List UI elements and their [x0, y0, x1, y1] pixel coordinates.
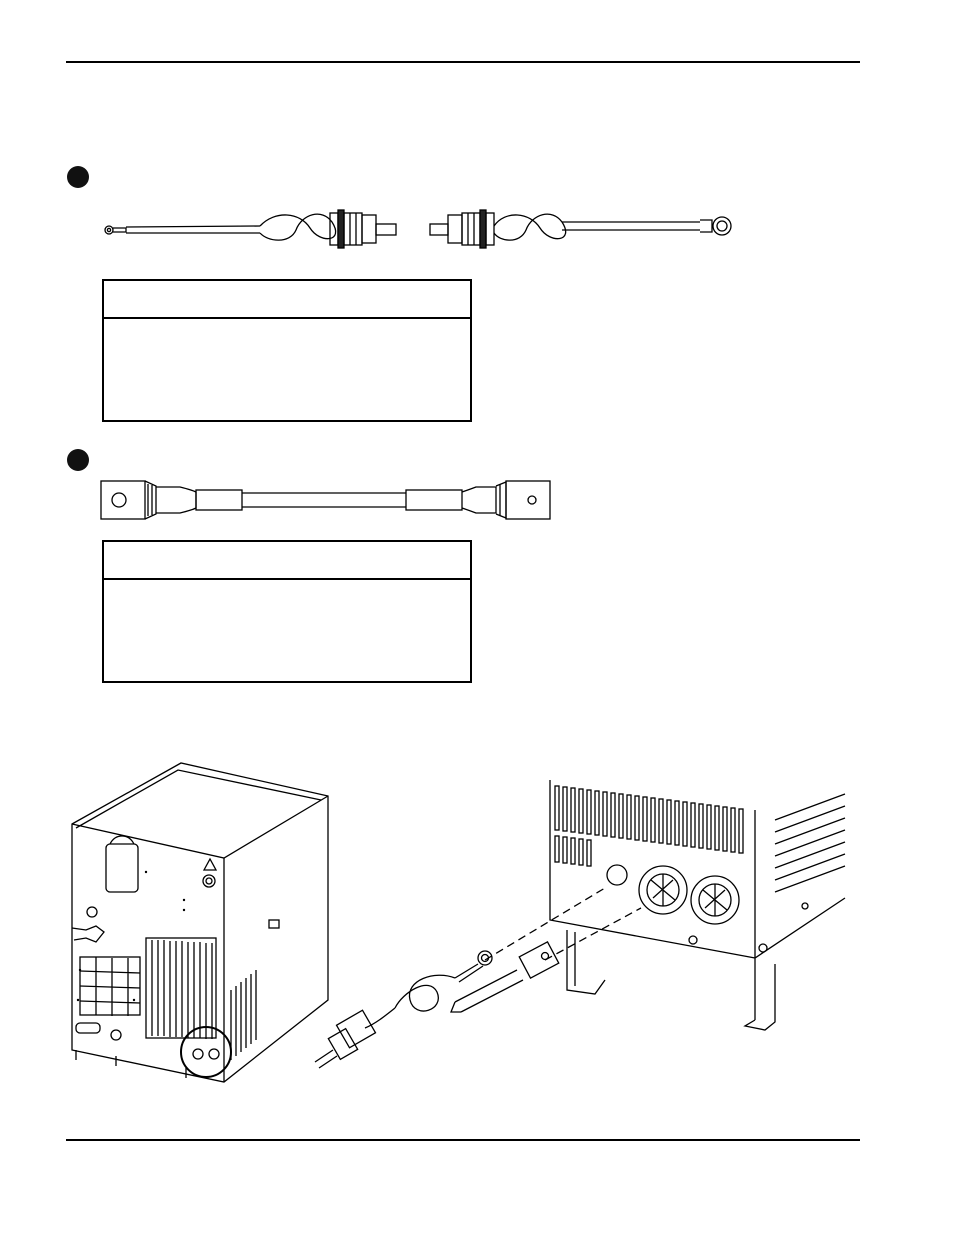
section-1-table-body [104, 319, 470, 419]
section-1-spec-table [102, 279, 472, 422]
rear-panel-connection-detail [314, 780, 846, 1069]
section-1-table-header [104, 281, 470, 319]
section-2-bullet-icon [67, 449, 89, 471]
header-rule [66, 61, 860, 63]
lug-terminal-lead-diagram [100, 480, 551, 520]
section-2-table-body [104, 580, 470, 680]
section-2-table-header [104, 542, 470, 580]
footer-rule [66, 1139, 860, 1141]
cooler-unit-illustration [71, 762, 329, 1083]
section-1-bullet-icon [67, 166, 89, 188]
section-2-spec-table [102, 540, 472, 683]
ring-terminal-lead-diagram [104, 209, 732, 249]
